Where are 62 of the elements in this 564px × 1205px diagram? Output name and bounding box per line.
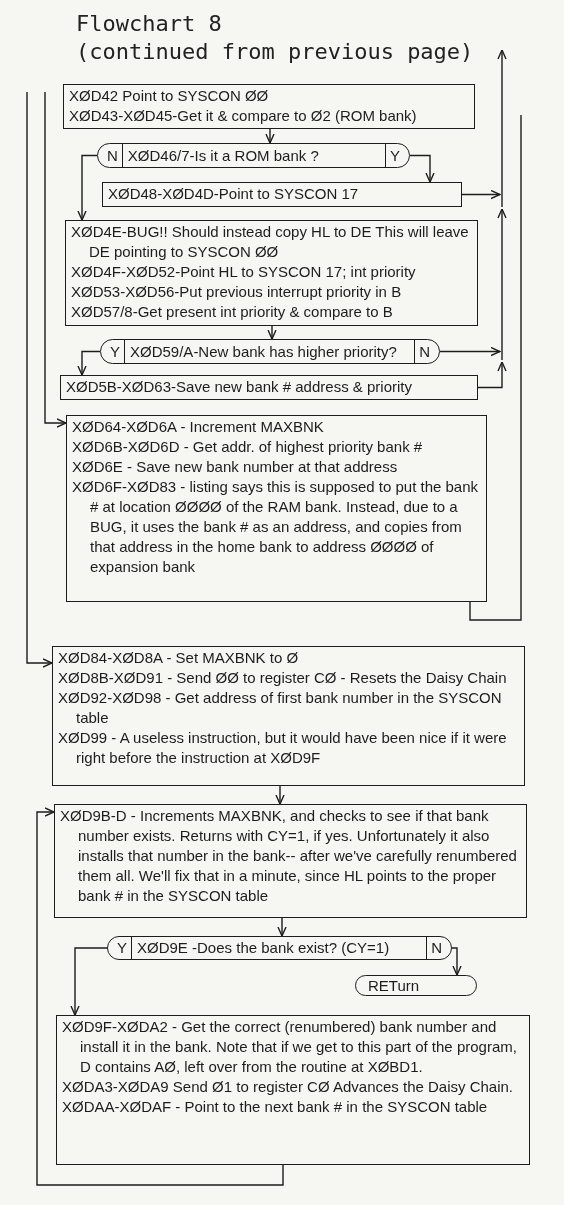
terminator-text: RETurn — [368, 976, 420, 995]
arrow — [44, 91, 67, 428]
branch-label: N — [430, 938, 443, 958]
arrow — [77, 350, 101, 376]
step-text: XØD92-XØD98 - Get address of first bank number in the SYSCON table — [58, 688, 503, 728]
step-text: XØD57/8-Get present int priority & compare to B — [71, 302, 394, 322]
decision-text: XØD9E -Does the bank exist? (CY=1) — [131, 937, 428, 959]
branch-label: N — [418, 341, 431, 362]
process-box — [56, 1015, 530, 1165]
step-text: XØD6E - Save new bank number at that address — [72, 457, 399, 477]
arrow — [26, 91, 53, 668]
arrow — [409, 154, 435, 183]
decision-shape — [97, 143, 410, 168]
step-text: XØD48-XØD4D-Point to SYSCON 17 — [108, 184, 360, 204]
process-box — [63, 84, 475, 129]
arrow — [277, 917, 287, 937]
process-box — [65, 220, 478, 326]
decision-shape — [100, 339, 440, 364]
arrow — [439, 346, 501, 357]
step-text: XØDA3-XØDA9 Send Ø1 to register CØ Advances the Daisy Chain. — [62, 1077, 515, 1097]
arrow — [477, 361, 507, 389]
decision-shape — [107, 936, 452, 960]
step-text: XØD9B-D - Increments MAXBNK, and checks to see if that bank number exists. Returns with CY=1, if yes. Unfortunately it also installs that number in the bank-- after we've carefully renumbered them all. We'll fix that in a minute, since HL points to the proper bank # in the SYSCON table — [60, 806, 518, 906]
step-text: XØD53-XØD56-Put previous interrupt priority in B — [71, 282, 403, 302]
arrow — [461, 189, 501, 200]
arrow — [497, 208, 507, 361]
branch-label: Y — [389, 145, 401, 166]
decision-text: XØD59/A-New bank has higher priority? — [124, 340, 416, 363]
step-text: XØD9F-XØDA2 - Get the correct (renumbered) bank number and install it in the bank. Note that if we get to this part of the program, D contains AØ, left over from the routine at XØBD1. — [62, 1017, 518, 1077]
step-text: XØD6B-XØD6D - Get addr. of highest priority bank # — [72, 437, 424, 457]
step-text: XØD4E-BUG!! Should instead copy HL to DE This will leave DE pointing to SYSCON ØØ — [71, 222, 470, 262]
arrow — [70, 947, 108, 1016]
arrow — [451, 947, 462, 976]
arrow — [265, 128, 275, 144]
branch-label: Y — [109, 341, 121, 362]
terminator-shape — [355, 975, 477, 996]
connector-line — [469, 114, 522, 621]
branch-label: N — [106, 145, 119, 166]
step-text: XØD4F-XØD52-Point HL to SYSCON 17; int priority — [71, 262, 417, 282]
step-text: XØD8B-XØD91 - Send ØØ to register CØ - Resets the Daisy Chain — [58, 668, 508, 688]
process-box — [54, 804, 527, 918]
step-text: XØD5B-XØD63-Save new bank # address & priority — [66, 377, 413, 397]
branch-label: Y — [116, 938, 128, 958]
process-box — [102, 182, 462, 207]
process-box — [60, 375, 478, 400]
step-text: XØD42 Point to SYSCON ØØ — [69, 86, 270, 106]
step-text: XØD43-XØD45-Get it & compare to Ø2 (ROM bank) — [69, 106, 418, 126]
step-text: XØD64-XØD6A - Increment MAXBNK — [72, 417, 325, 437]
arrow — [77, 154, 98, 221]
step-text: XØD6F-XØD83 - listing says this is supposed to put the bank # at location ØØØØ of the RAM bank. Instead, due to a BUG, it uses the bank # as an address, and copies from that address in the home bank to address ØØØØ of expansion bank — [72, 477, 480, 577]
decision-text: XØD46/7-Is it a ROM bank ? — [121, 144, 386, 167]
diagram-title: Flowchart 8 — [76, 10, 222, 38]
step-text: XØD99 - A useless instruction, but it would have been nice if it were right before the instruction at XØD9F — [58, 728, 508, 768]
process-box — [66, 415, 487, 602]
step-text: XØDAA-XØDAF - Point to the next bank # in the SYSCON table — [62, 1097, 489, 1117]
process-box — [52, 646, 525, 786]
arrow — [275, 785, 285, 805]
arrow — [497, 49, 507, 208]
step-text: XØD84-XØD8A - Set MAXBNK to Ø — [58, 648, 300, 668]
arrow — [267, 325, 277, 340]
subtitle-note: (continued from previous page) — [76, 38, 474, 66]
arrow — [36, 807, 284, 1186]
